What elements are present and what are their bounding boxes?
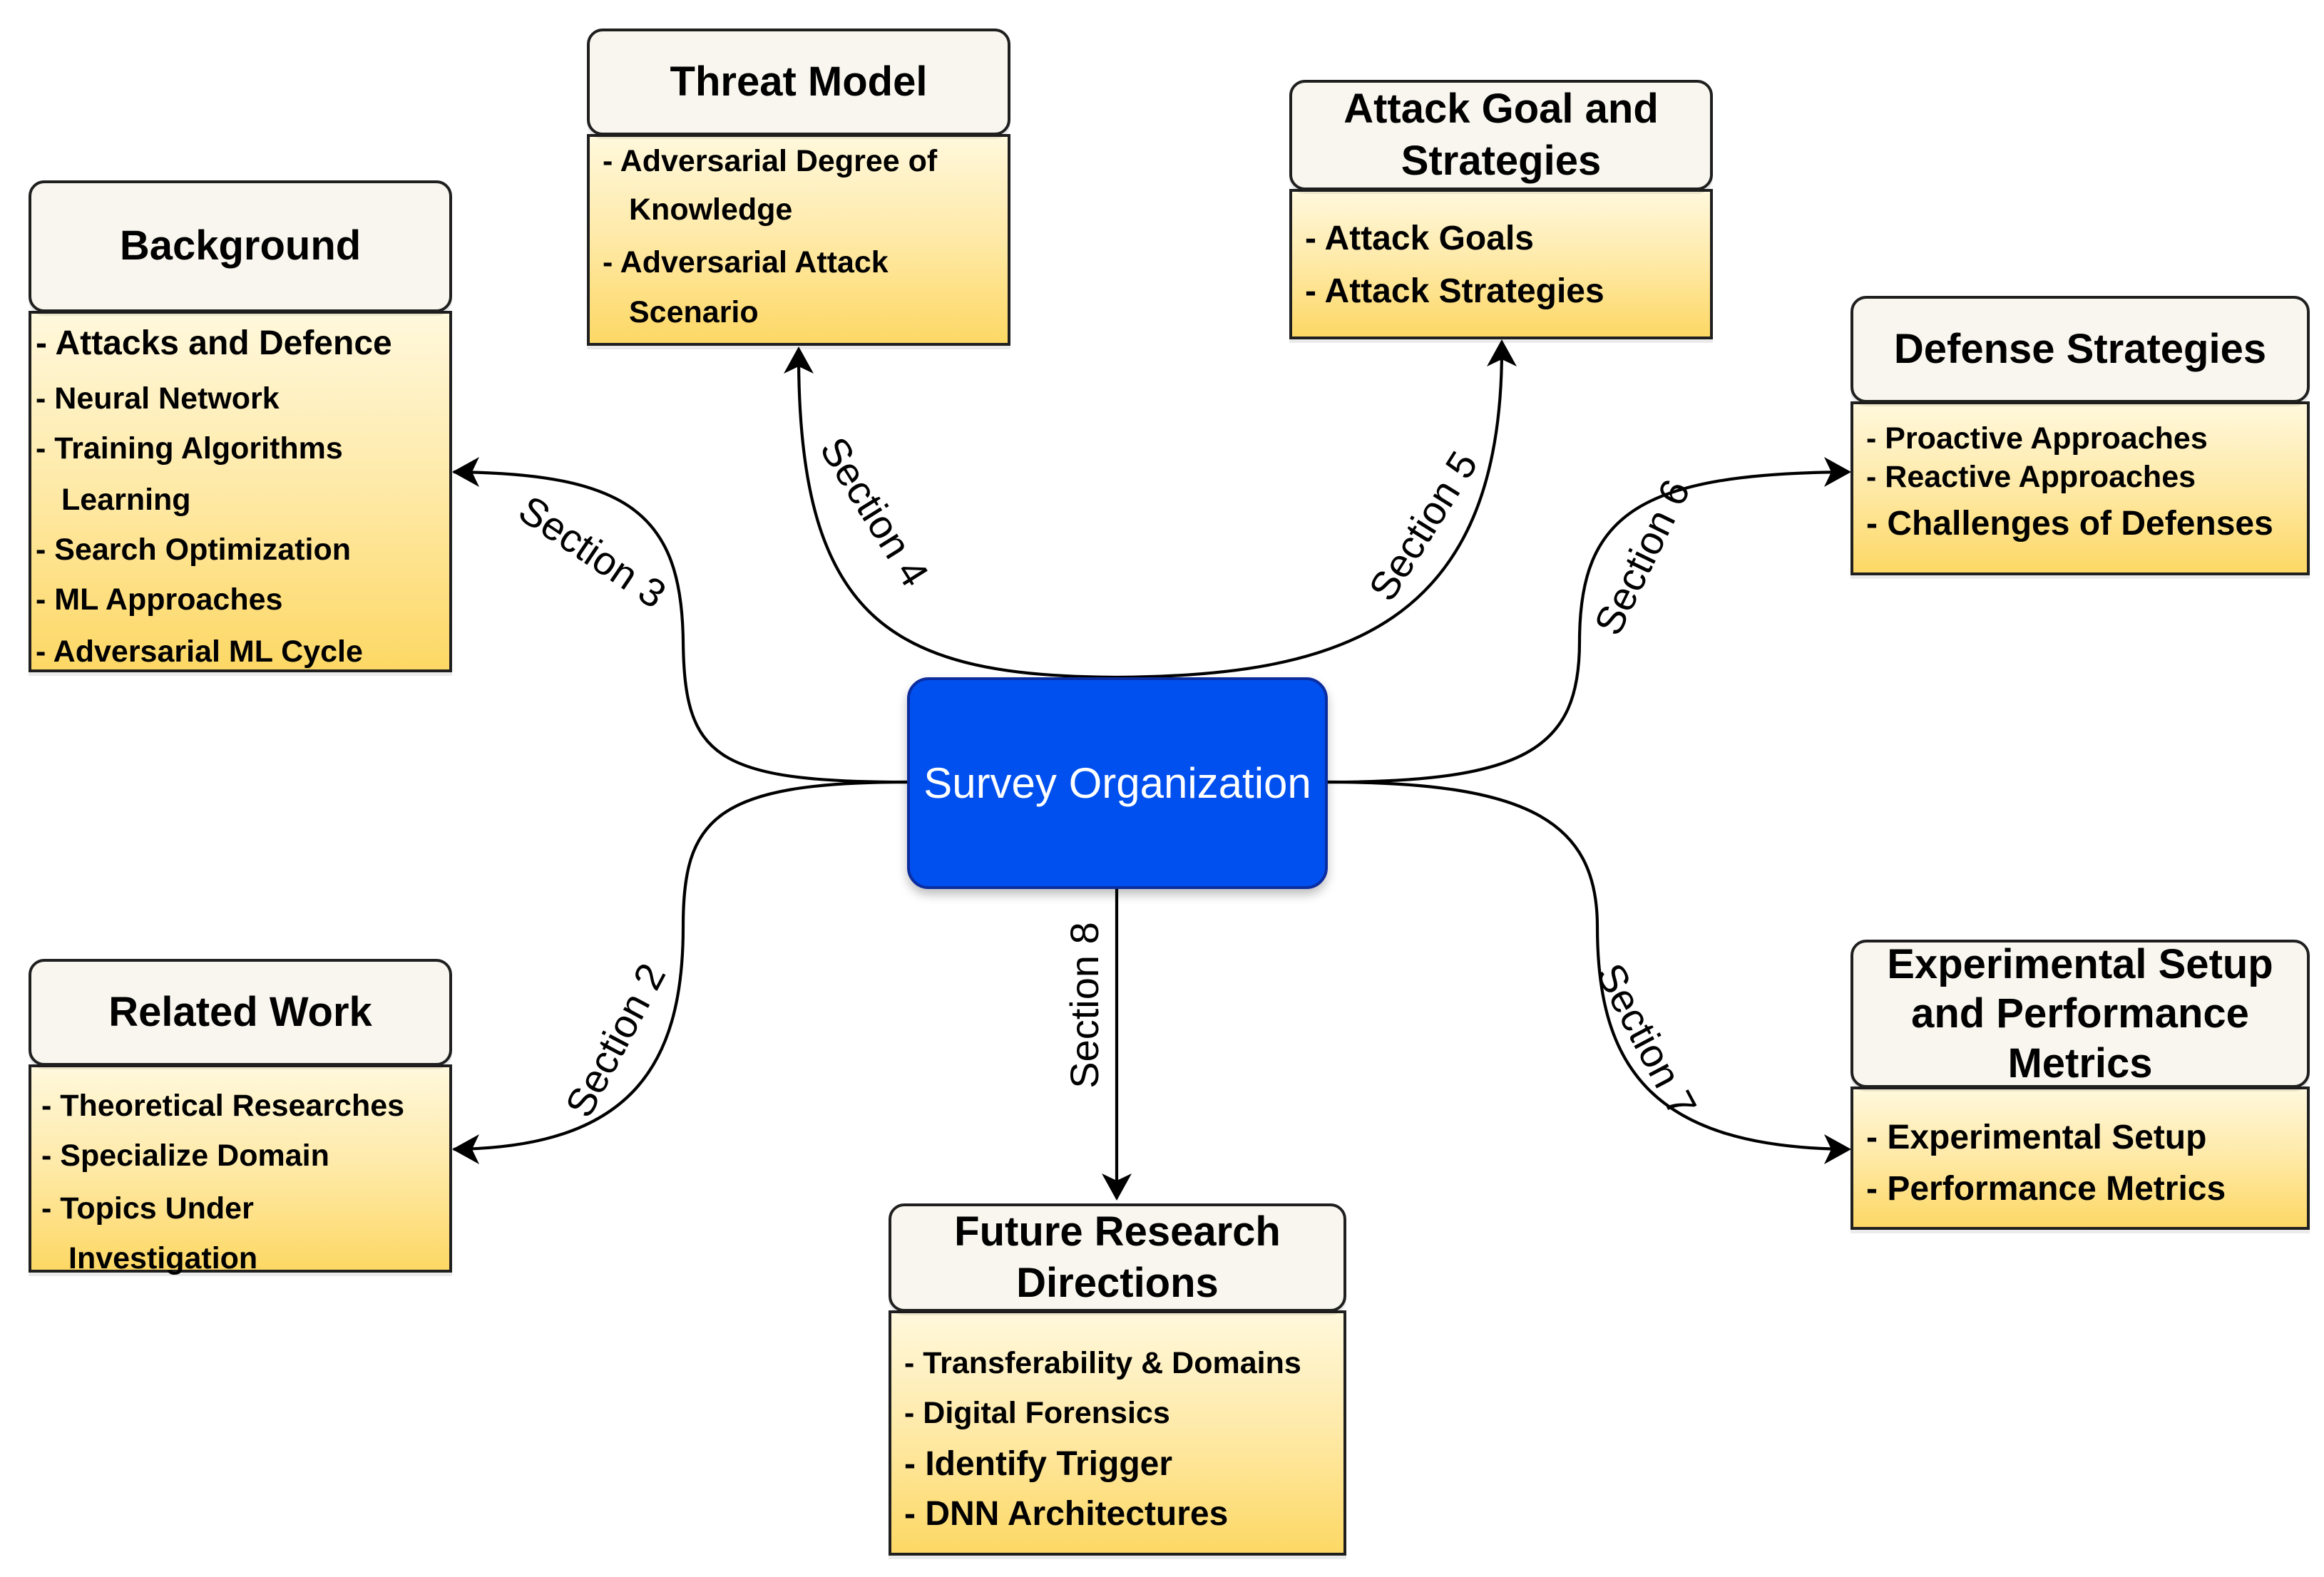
label-section-6: Section 6 [1585, 473, 1699, 642]
list-item: - Transferability & Domains [904, 1346, 1301, 1380]
list-item: - Topics Under [41, 1191, 254, 1226]
label-section-4: Section 4 [812, 429, 938, 594]
connector-section-7 [1327, 780, 1849, 1151]
connector-section-3 [453, 470, 908, 784]
box-future-title-line: Directions [1016, 1260, 1219, 1306]
list-item: - Identify Trigger [904, 1445, 1173, 1483]
box-defense-strategies: Defense Strategies - Proactive Approache… [1851, 296, 2310, 575]
box-experimental-title-line: Metrics [2007, 1039, 2153, 1087]
list-item: - Attack Strategies [1305, 272, 1604, 310]
list-item: Investigation [68, 1241, 258, 1275]
box-attack-goal-title-line: Strategies [1401, 137, 1602, 184]
survey-organization-node: Survey Organization [907, 677, 1328, 889]
list-item: - Theoretical Researches [41, 1089, 405, 1123]
list-item: - Digital Forensics [904, 1396, 1170, 1430]
box-attack-goal-body: - Attack Goals - Attack Strategies [1289, 189, 1713, 339]
list-item: - Proactive Approaches [1866, 421, 2208, 456]
box-threat-model-body: - Adversarial Degree of Knowledge - Adve… [587, 134, 1010, 346]
list-item: - Adversarial Attack [603, 245, 889, 279]
connector-section-2 [453, 780, 908, 1151]
list-item: - Search Optimization [36, 533, 352, 567]
box-experimental-title: Experimental Setup and Performance Metri… [1851, 940, 2310, 1088]
arrowhead-related-work [452, 1134, 479, 1164]
box-attack-goal-title-line: Attack Goal and [1343, 86, 1659, 132]
box-future-title-line: Future Research [954, 1208, 1281, 1255]
list-item: - Attacks and Defence [36, 324, 392, 362]
box-future-title: Future Research Directions [889, 1203, 1346, 1312]
list-item: - Experimental Setup [1866, 1119, 2207, 1156]
arrowhead-experimental [1824, 1134, 1851, 1164]
connector-section-4 [797, 356, 1117, 679]
connector-section-5 [1116, 349, 1504, 679]
list-item: - Reactive Approaches [1866, 460, 2196, 494]
label-section-8: Section 8 [1062, 922, 1107, 1089]
list-item: Scenario [629, 295, 759, 329]
list-item: - Attack Goals [1305, 220, 1534, 257]
box-related-work: Related Work - Theoretical Researches - … [29, 959, 452, 1275]
list-item: - Adversarial ML Cycle [36, 635, 363, 669]
box-experimental-setup: Experimental Setup and Performance Metri… [1851, 940, 2310, 1230]
list-item: - Performance Metrics [1866, 1170, 2226, 1208]
box-attack-goal-title: Attack Goal and Strategies [1289, 80, 1713, 190]
box-related-work-title: Related Work [29, 959, 452, 1066]
box-experimental-title-line: and Performance [1911, 990, 2249, 1037]
list-item: - ML Approaches [36, 582, 283, 617]
list-item: Knowledge [629, 192, 793, 227]
box-future-body: - Transferability & Domains - Digital Fo… [889, 1310, 1346, 1556]
box-threat-model: Threat Model - Adversarial Degree of Kno… [587, 29, 1010, 346]
box-experimental-body: - Experimental Setup - Performance Metri… [1851, 1087, 2310, 1230]
arrowhead-threat-model [784, 346, 814, 374]
label-section-5: Section 5 [1360, 443, 1486, 608]
list-item: - DNN Architectures [904, 1495, 1229, 1533]
arrowhead-future [1102, 1173, 1132, 1201]
box-defense-body: - Proactive Approaches - Reactive Approa… [1851, 401, 2310, 575]
label-section-3: Section 3 [511, 486, 674, 617]
box-defense-title: Defense Strategies [1851, 296, 2310, 403]
arrowhead-attack-goal [1487, 339, 1517, 366]
list-item: - Challenges of Defenses [1866, 505, 2273, 543]
box-background-title: Background [29, 180, 452, 312]
box-experimental-title-line: Experimental Setup [1887, 940, 2273, 987]
box-threat-model-title: Threat Model [587, 29, 1010, 135]
box-attack-goal: Attack Goal and Strategies - Attack Goal… [1289, 80, 1713, 339]
label-section-2: Section 2 [556, 956, 674, 1124]
list-item: Learning [61, 483, 191, 517]
box-background: Background - Attacks and Defence - Neura… [29, 180, 452, 672]
list-item: - Specialize Domain [41, 1139, 329, 1173]
box-future-research: Future Research Directions - Transferabi… [889, 1203, 1346, 1556]
list-item: - Adversarial Degree of [603, 144, 938, 178]
connector-section-6 [1327, 470, 1849, 784]
arrowhead-defense [1824, 457, 1851, 487]
arrowhead-background [452, 457, 479, 487]
list-item: - Training Algorithms [36, 431, 343, 466]
label-section-7: Section 7 [1588, 956, 1706, 1124]
box-related-work-body: - Theoretical Researches - Specialize Do… [29, 1064, 452, 1275]
list-item: - Neural Network [36, 381, 280, 416]
box-background-body: - Attacks and Defence - Neural Network -… [29, 311, 452, 672]
